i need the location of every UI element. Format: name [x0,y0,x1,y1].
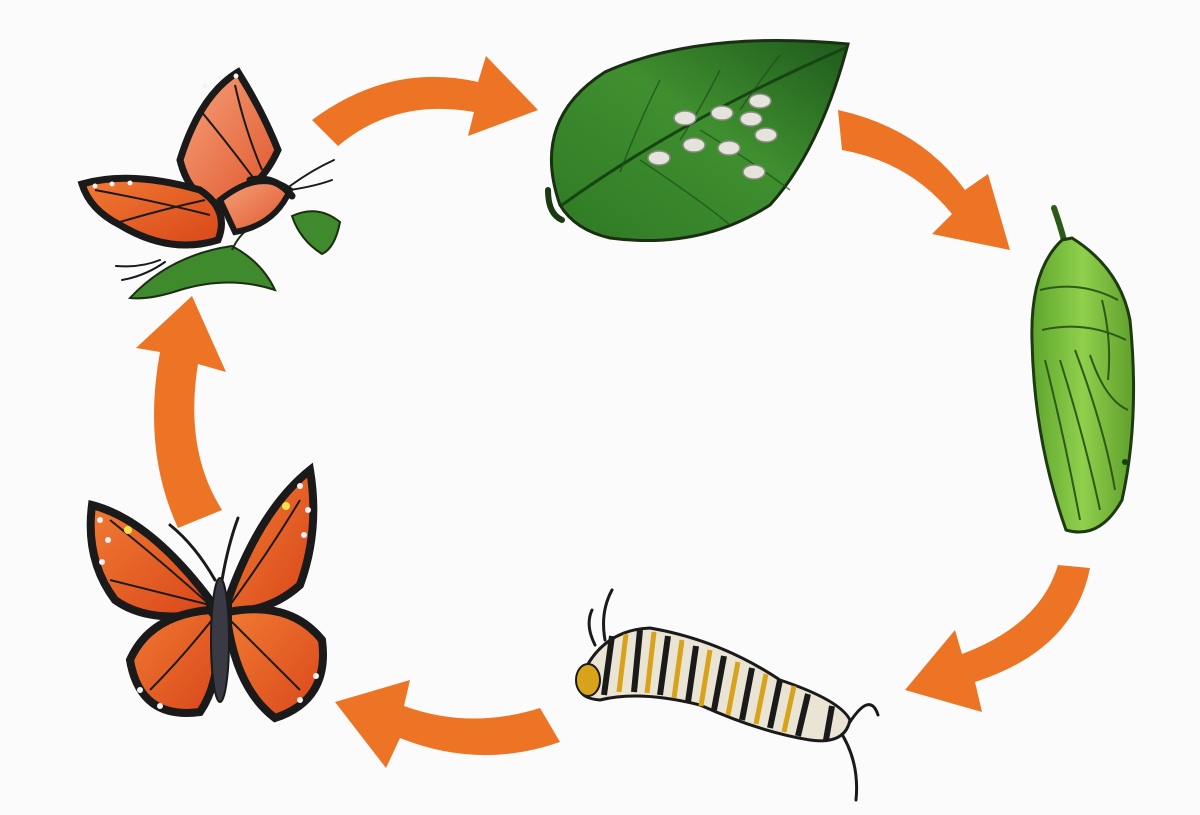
eggs-on-leaf-icon [545,39,850,243]
arrow-to-mating-icon [136,296,226,528]
arrow-to-caterpillar-icon [905,565,1090,712]
chrysalis-icon [1030,205,1136,534]
butterfly-icon [86,462,327,723]
caterpillar-icon [575,588,880,802]
mating-butterflies-icon [77,67,342,300]
arrow-to-butterfly-icon [335,680,560,768]
arrow-to-chrysalis-icon [838,110,1010,250]
cycle-arrows [136,56,1090,768]
arrow-to-eggs-icon [312,56,538,146]
